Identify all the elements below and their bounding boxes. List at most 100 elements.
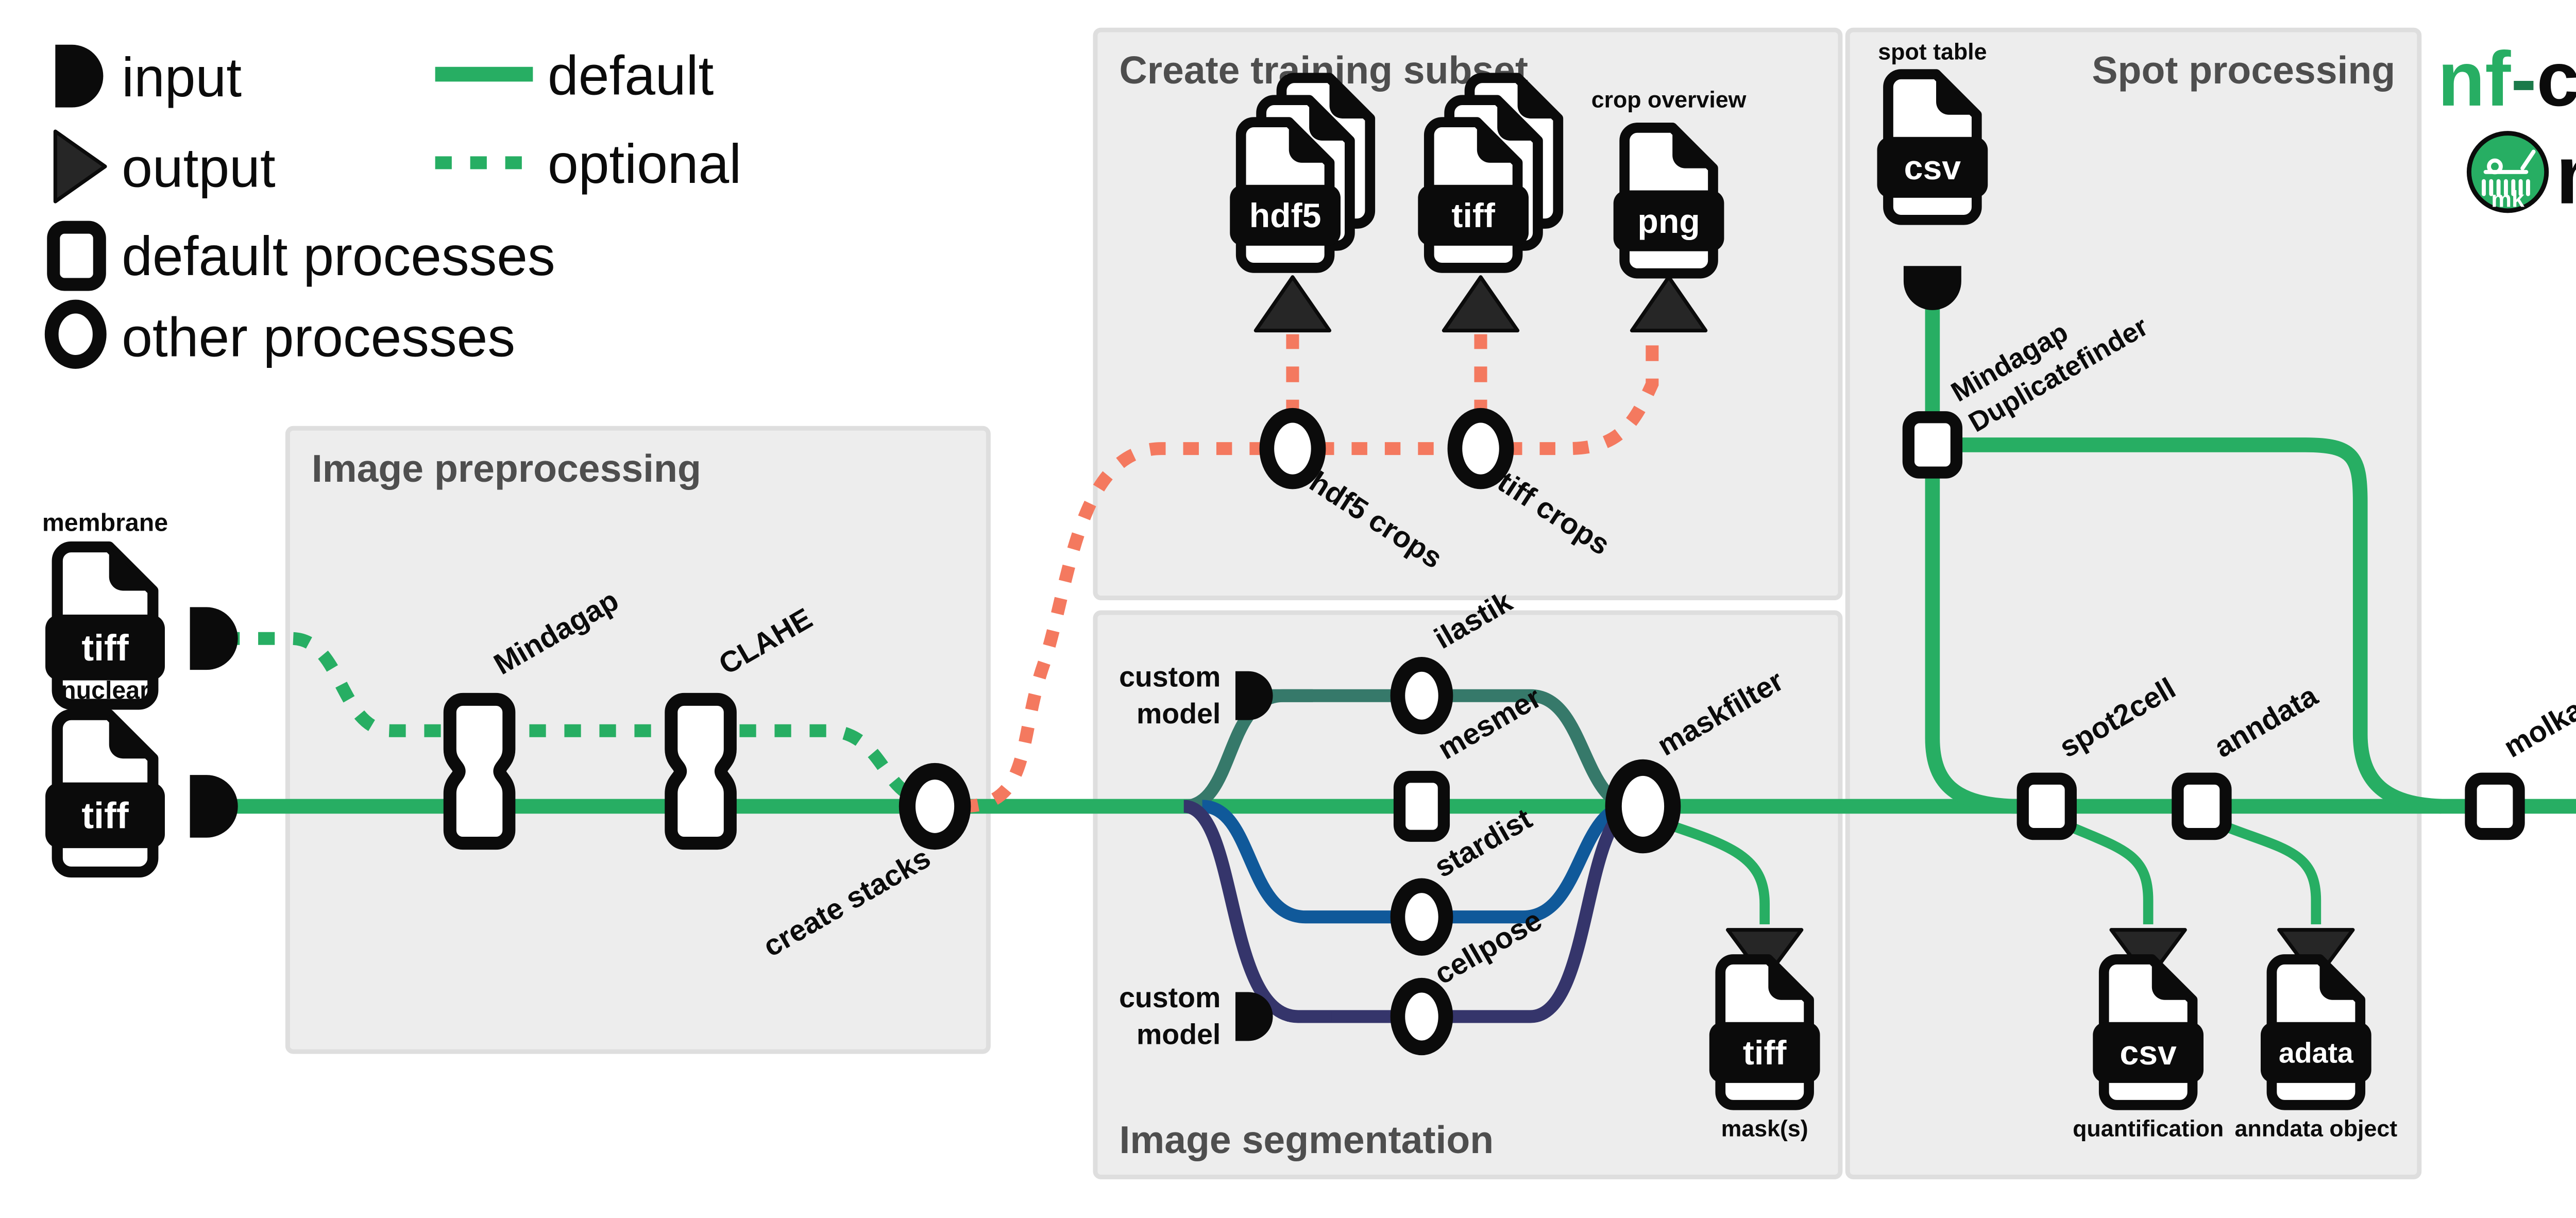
mk-badge-mower-icon <box>2482 149 2536 196</box>
output-icon <box>53 129 107 204</box>
input-icon <box>55 44 104 108</box>
file-fold <box>1768 959 1809 1000</box>
file-fold <box>2151 959 2193 1000</box>
file-crop-overview-label: crop overview <box>1591 87 1747 112</box>
file-ext-text: adata <box>2279 1037 2354 1069</box>
file-band <box>2093 1022 2204 1083</box>
legend-optional-label: optional <box>548 133 741 195</box>
node-maskfilter <box>1605 759 1681 854</box>
file-ext-text: tiff <box>81 628 128 669</box>
file-band <box>1877 137 1988 198</box>
nf-core-molkart-logo: nf-core/ mk molkart <box>2438 36 2576 222</box>
legend-other-processes-label: other processes <box>122 307 515 368</box>
default-process-icon <box>47 221 106 291</box>
file-anndata-adata: adata anndata object <box>2235 954 2398 1142</box>
file-band <box>1230 184 1341 246</box>
legend: input output default processes other pro… <box>44 44 741 369</box>
file-membrane-label: membrane <box>42 509 168 537</box>
file-band <box>2260 1022 2371 1083</box>
file-band <box>1709 1022 1820 1083</box>
node-stardist <box>1390 878 1453 956</box>
file-band <box>1418 184 1529 246</box>
label-custom-model-bottom: custom model <box>1119 982 1221 1051</box>
file-ext-text: csv <box>1904 149 1961 187</box>
file-nuclear-tiff: nuclear tiff <box>45 676 165 878</box>
custom-model-top-line2: model <box>1137 698 1221 730</box>
custom-model-top-line1: custom <box>1119 661 1221 692</box>
file-ext-text: tiff <box>1743 1034 1787 1072</box>
file-band <box>45 782 165 849</box>
file-masks-tiff: tiff mask(s) <box>1709 954 1820 1142</box>
edge-tiffcrops-to-png <box>1506 336 1659 455</box>
custom-model-bottom-line1: custom <box>1119 982 1221 1013</box>
input-icon-spot-table <box>1903 266 1961 310</box>
file-fold <box>2319 959 2361 1000</box>
file-anndata-object-label: anndata object <box>2235 1116 2398 1142</box>
input-icon-custom-model-bottom <box>1235 992 1273 1041</box>
label-custom-model-top: custom model <box>1119 661 1221 730</box>
node-anndata <box>2172 772 2232 840</box>
edge-maskfilter-to-masks <box>1656 816 1770 925</box>
file-ext-text: png <box>1637 202 1700 241</box>
input-icon-membrane <box>190 607 238 670</box>
edge-duplicatefinder-down <box>1925 472 2032 814</box>
file-fold <box>1289 122 1330 163</box>
edge-spot2cell-to-quantification <box>2059 818 2154 925</box>
label-molkartqc: molkartqc <box>2498 665 2576 764</box>
file-spot-table-label: spot table <box>1878 39 1987 64</box>
custom-model-bottom-line2: model <box>1137 1019 1221 1051</box>
logo-nf: nf <box>2438 36 2512 122</box>
edge-branch-stardist-in <box>1201 800 1398 924</box>
node-cellpose <box>1390 977 1453 1056</box>
legend-default-processes-label: default processes <box>122 225 555 287</box>
node-hdf5-crops <box>1259 408 1326 489</box>
node-clahe <box>665 692 737 850</box>
file-ext-text: hdf5 <box>1249 197 1321 235</box>
file-quantification-label: quantification <box>2073 1116 2224 1142</box>
legend-output-label: output <box>122 137 276 198</box>
output-icon-hdf5-crops <box>1253 275 1332 333</box>
file-masks-label: mask(s) <box>1721 1116 1808 1142</box>
logo-text-line1: nf-core/ <box>2438 36 2576 122</box>
logo-dash: - <box>2511 36 2536 122</box>
box-image-segmentation <box>1093 610 1843 1179</box>
file-band <box>45 614 165 681</box>
edge-membrane-optional <box>223 632 922 805</box>
file-ext-text: tiff <box>1451 197 1495 235</box>
node-ilastik <box>1390 657 1453 735</box>
file-spot-table-csv: spot table csv <box>1877 39 1988 225</box>
box-spot-processing <box>1845 27 2422 1179</box>
file-ext-text: tiff <box>81 795 128 836</box>
node-spot2cell <box>2016 772 2077 840</box>
node-create-stacks <box>899 763 971 850</box>
input-icon-nuclear <box>190 775 238 838</box>
file-hdf5-crops-stack: hdf5 <box>1230 73 1376 273</box>
output-icon-tiff-crops <box>1442 275 1520 333</box>
file-fold <box>1477 122 1518 163</box>
file-ext-text: csv <box>2120 1034 2177 1072</box>
mk-badge-text: mk <box>2491 187 2524 212</box>
node-mesmer <box>1393 771 1450 842</box>
file-quantification-csv: csv quantification <box>2073 954 2224 1142</box>
node-tiff-crops <box>1447 408 1514 489</box>
input-icon-custom-model-top <box>1235 671 1273 720</box>
file-nuclear-label: nuclear <box>61 676 149 704</box>
node-mindagap <box>443 692 516 850</box>
output-icon-crop-overview <box>1630 275 1708 333</box>
other-process-icon <box>44 299 107 369</box>
node-molkartqc <box>2465 772 2525 840</box>
file-band <box>1613 190 1724 251</box>
file-fold <box>1936 74 1977 115</box>
logo-core: core/ <box>2536 36 2576 122</box>
file-tiff-crops-stack: tiff <box>1418 73 1564 273</box>
file-crop-overview-png: crop overview png <box>1591 87 1747 279</box>
legend-default-label: default <box>548 44 714 106</box>
box-image-preprocessing <box>285 426 991 1054</box>
node-mindagap-duplicatefinder <box>1902 411 1963 479</box>
logo-text-line2: molkart <box>2556 129 2576 222</box>
edge-anndata-to-adata <box>2214 818 2321 925</box>
edge-branch-cellpose-in <box>1183 800 1398 1023</box>
file-fold <box>109 715 153 759</box>
box-title-spot-processing: Spot processing <box>2092 48 2395 92</box>
